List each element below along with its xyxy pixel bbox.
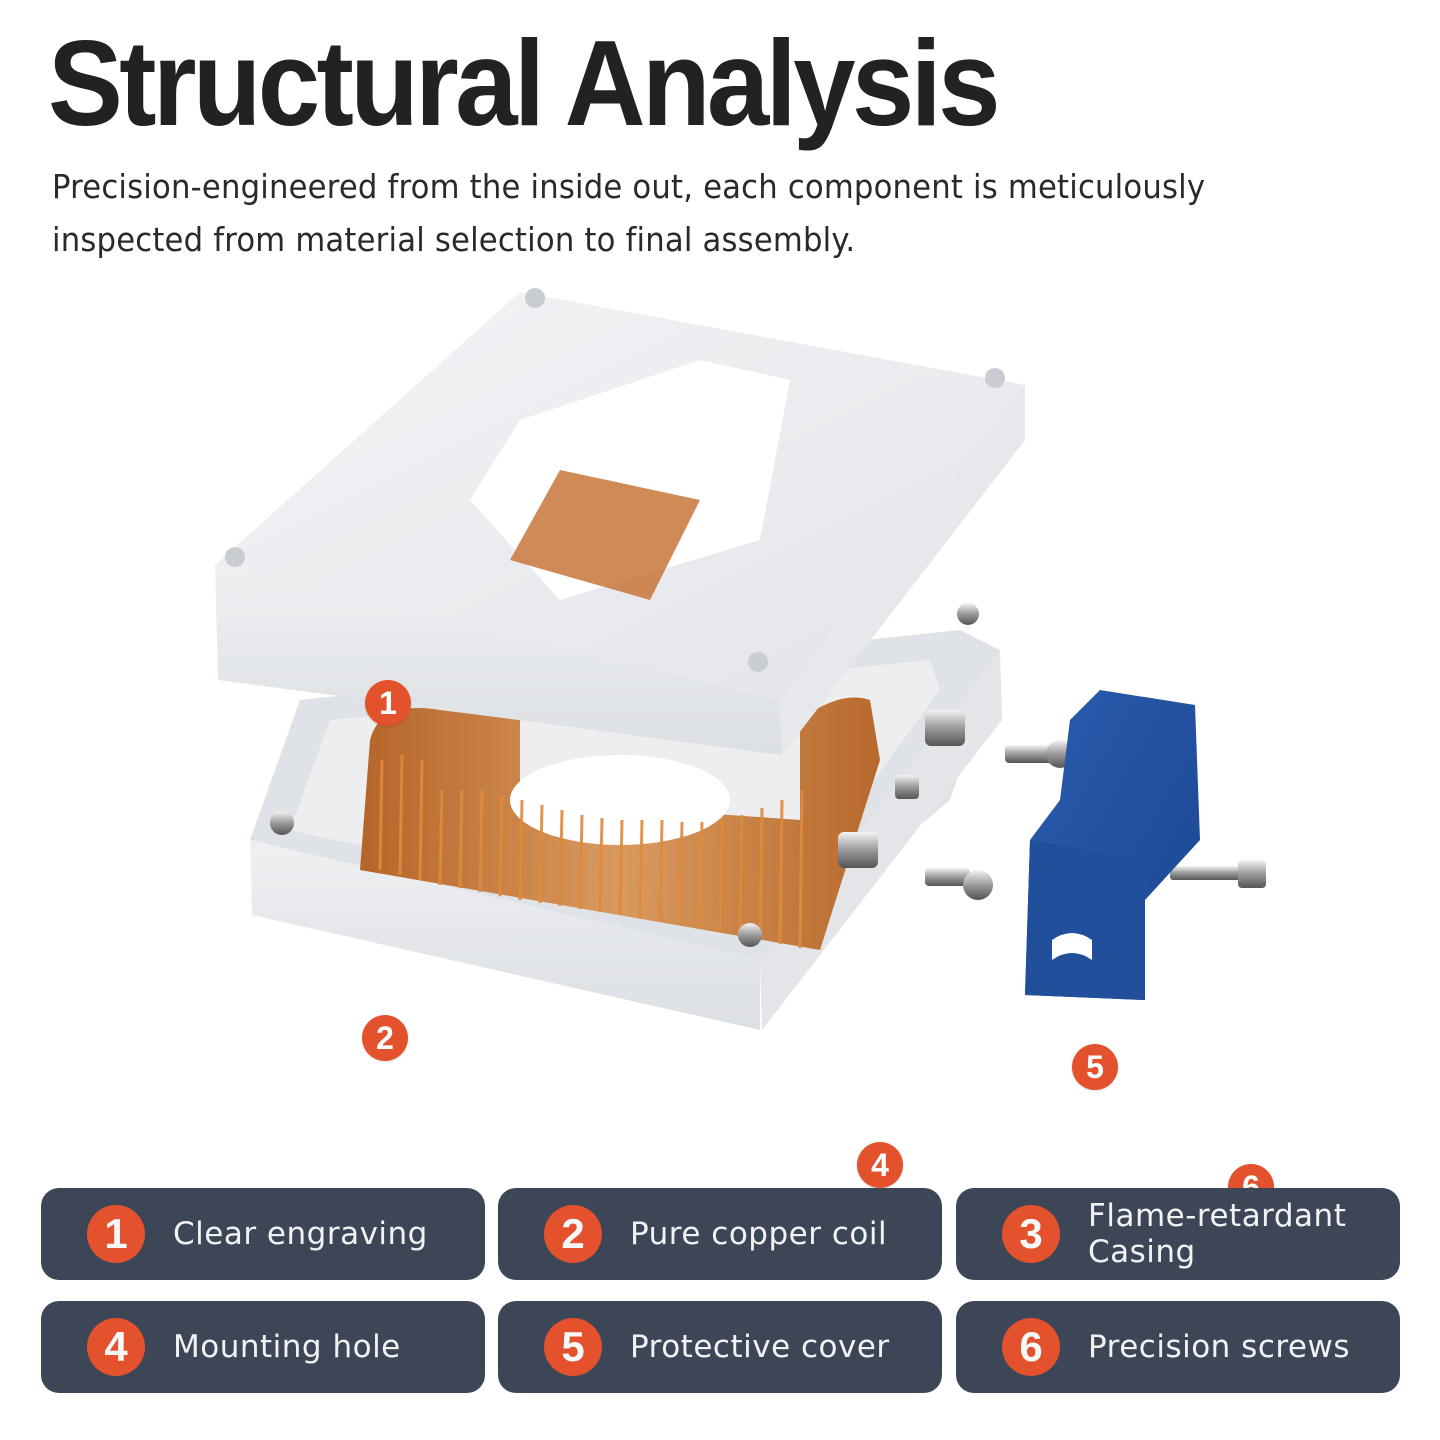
feature-label: Protective cover xyxy=(630,1329,890,1365)
feature-label: Flame-retardant Casing xyxy=(1088,1198,1347,1270)
feature-number-badge: 2 xyxy=(544,1205,602,1263)
blue-protective-cover xyxy=(1025,690,1200,1000)
page-subtitle: Precision-engineered from the inside out… xyxy=(52,167,1206,259)
feature-card-precision-screws: 6 Precision screws xyxy=(956,1301,1400,1393)
feature-number-badge: 1 xyxy=(87,1205,145,1263)
feature-card-protective-cover: 5 Protective cover xyxy=(498,1301,942,1393)
copper-coil xyxy=(360,697,880,950)
feature-number-badge: 5 xyxy=(544,1318,602,1376)
feature-label: Clear engraving xyxy=(173,1216,428,1252)
marker-4: 4 xyxy=(857,1142,903,1188)
loose-screws xyxy=(925,740,1266,900)
top-casing xyxy=(215,288,1025,755)
feature-label: Mounting hole xyxy=(173,1329,401,1365)
feature-label: Precision screws xyxy=(1088,1329,1351,1365)
feature-card-flame-retardant-casing: 3 Flame-retardant Casing xyxy=(956,1188,1400,1280)
marker-5: 5 xyxy=(1072,1044,1118,1090)
marker-1: 1 xyxy=(365,680,411,726)
base-screws xyxy=(270,603,979,947)
terminal-nuts xyxy=(838,710,965,868)
feature-number-badge: 6 xyxy=(1002,1318,1060,1376)
marker-2: 2 xyxy=(362,1015,408,1061)
page-title: Structural Analysis xyxy=(48,15,1001,151)
feature-number-badge: 3 xyxy=(1002,1205,1060,1263)
transformer-exploded-view xyxy=(215,288,1266,1030)
feature-number-badge: 4 xyxy=(87,1318,145,1376)
feature-card-clear-engraving: 1 Clear engraving xyxy=(41,1188,485,1280)
feature-card-pure-copper-coil: 2 Pure copper coil xyxy=(498,1188,942,1280)
feature-label: Pure copper coil xyxy=(630,1216,888,1252)
feature-card-mounting-hole: 4 Mounting hole xyxy=(41,1301,485,1393)
exploded-product-illustration: 1 2 3 4 5 6 xyxy=(0,270,1440,1274)
